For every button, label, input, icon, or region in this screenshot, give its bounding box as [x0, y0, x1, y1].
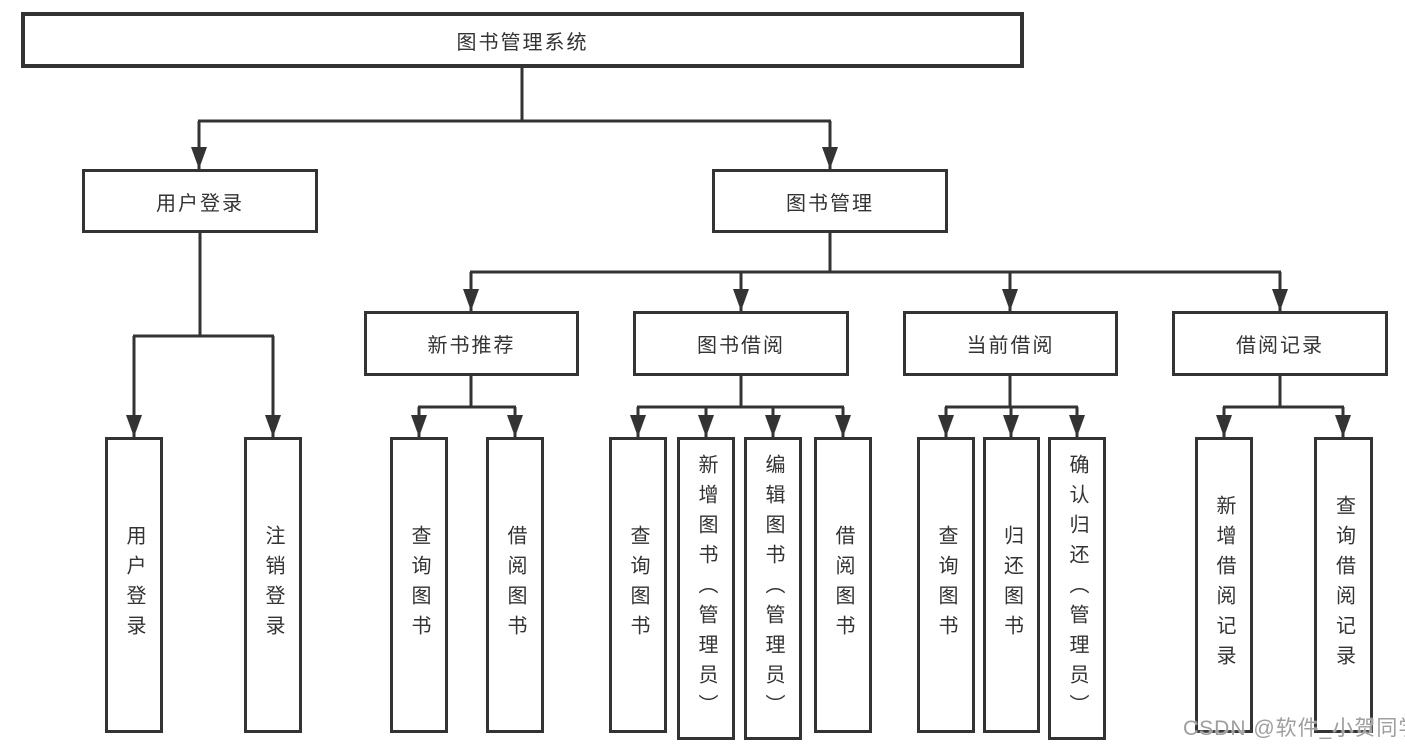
node-new-book-recommend: 新书推荐: [364, 311, 579, 376]
leaf-bb-query-books: 查询图书: [609, 437, 667, 733]
connector-book-mgmt-to-level3: [463, 233, 1288, 311]
leaf-bb-borrow-books: 借阅图书: [814, 437, 872, 733]
leaf-user-login: 用户登录: [105, 437, 163, 733]
node-borrow-records: 借阅记录: [1172, 311, 1388, 376]
connector-new-book-rec-to-leaves: [411, 376, 523, 437]
connector-root-to-level2: [191, 67, 838, 169]
node-user-login-group: 用户登录: [82, 169, 318, 233]
leaf-cb-confirm-return-admin: 确认归还（管理员）: [1048, 437, 1106, 740]
node-book-borrow: 图书借阅: [633, 311, 849, 376]
node-root-system: 图书管理系统: [21, 12, 1024, 68]
connector-borrow-records-to-leaves: [1216, 376, 1351, 437]
leaf-bb-add-books-admin: 新增图书（管理员）: [677, 437, 735, 740]
leaf-logout: 注销登录: [244, 437, 302, 733]
leaf-bb-edit-books-admin: 编辑图书（管理员）: [744, 437, 802, 740]
csdn-watermark: CSDN @软件_小贺同学: [1183, 717, 1405, 740]
connector-book-borrow-to-leaves: [630, 376, 851, 437]
leaf-rec-borrow-books: 借阅图书: [486, 437, 544, 733]
node-current-borrow: 当前借阅: [903, 311, 1118, 376]
leaf-br-query-record: 查询借阅记录: [1314, 437, 1373, 733]
node-book-management: 图书管理: [712, 169, 948, 233]
leaf-cb-query-books: 查询图书: [917, 437, 975, 733]
leaf-br-add-record: 新增借阅记录: [1195, 437, 1253, 733]
leaf-rec-query-books: 查询图书: [390, 437, 448, 733]
connector-user-group-to-leaves: [126, 233, 281, 437]
connector-current-borrow-to-leaves: [938, 376, 1085, 437]
leaf-cb-return-books: 归还图书: [983, 437, 1040, 733]
